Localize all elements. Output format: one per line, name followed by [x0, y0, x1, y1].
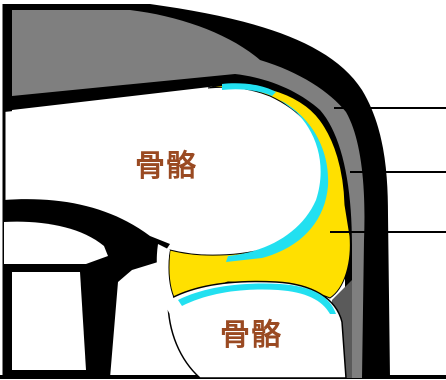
upper-cartilage-top: [222, 83, 276, 96]
lower-bone-head: [167, 280, 347, 379]
lower-left-sliver: [156, 244, 178, 318]
joint-capsule: [12, 10, 365, 378]
upper-bone-label: 骨骼: [135, 149, 197, 184]
lower-left-inner-white: [12, 272, 86, 370]
lower-cartilage: [178, 283, 336, 314]
lower-bone-label: 骨骼: [220, 318, 282, 353]
lower-left-gap: [4, 221, 108, 264]
upper-bone-shaft: [12, 84, 332, 262]
upper-cartilage: [226, 100, 329, 262]
